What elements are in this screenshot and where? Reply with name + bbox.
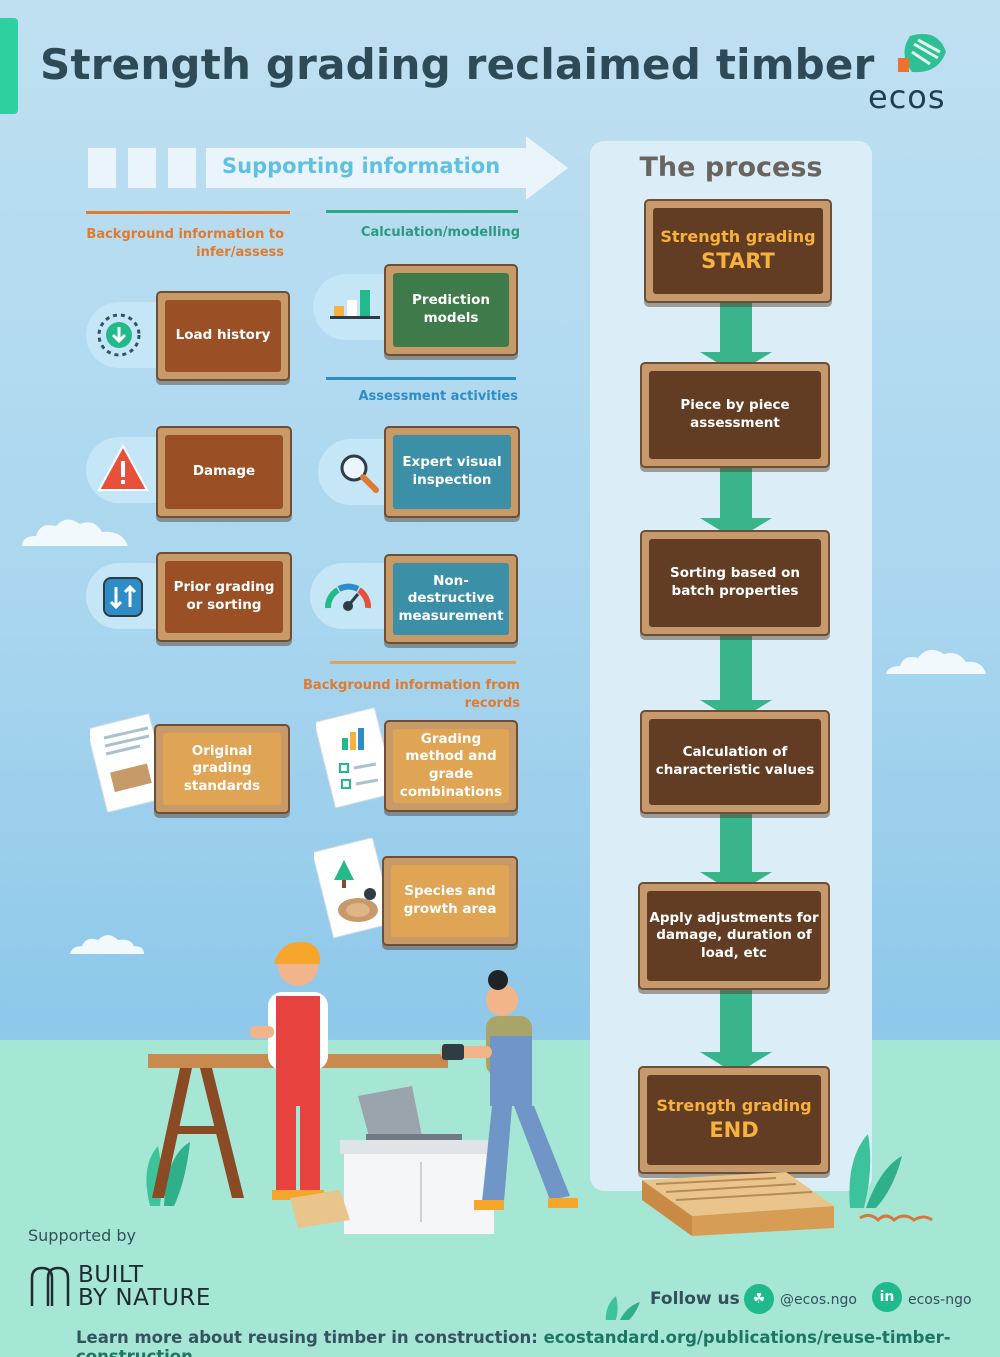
banner-block bbox=[88, 148, 116, 188]
section-divider bbox=[326, 377, 516, 380]
sign-expert-visual: Expert visual inspection bbox=[386, 428, 518, 516]
publication-url-link[interactable]: ecostandard.org/publications/reuse-timbe… bbox=[76, 1328, 951, 1357]
load-history-icon bbox=[97, 313, 141, 357]
bar-chart-icon bbox=[330, 290, 380, 319]
process-arrow bbox=[720, 812, 752, 874]
workers-illustration bbox=[146, 941, 578, 1234]
sponsor-line2: BY NATURE bbox=[78, 1285, 211, 1311]
section-divider bbox=[86, 211, 290, 214]
magnifier-icon bbox=[340, 454, 379, 493]
linkedin-icon[interactable]: in bbox=[872, 1282, 902, 1312]
linkedin-handle-link[interactable]: ecos-ngo bbox=[908, 1292, 972, 1308]
section-heading-assessment: Assessment activities bbox=[358, 389, 519, 404]
plant-decoration bbox=[605, 1296, 640, 1324]
process-step-sorting: Sorting based on batch properties bbox=[642, 532, 828, 634]
section-divider bbox=[326, 210, 518, 213]
built-by-nature-logo-icon bbox=[30, 1266, 70, 1306]
sort-arrows-icon bbox=[103, 577, 143, 617]
footer-bar bbox=[0, 1320, 1000, 1357]
sponsor-wordmark: BUILT BY NATURE bbox=[78, 1264, 211, 1310]
banner-block bbox=[128, 148, 156, 188]
supporting-banner-label: Supporting information bbox=[222, 154, 501, 178]
process-arrow bbox=[720, 634, 752, 702]
sign-prior-grading: Prior grading or sorting bbox=[158, 554, 290, 640]
sign-original-standards: Original grading standards bbox=[156, 726, 288, 812]
species-map-icon bbox=[314, 838, 394, 939]
process-arrow bbox=[720, 988, 752, 1054]
bluesky-handle-link[interactable]: @ecos.ngo bbox=[780, 1292, 857, 1308]
gauge-icon bbox=[325, 583, 372, 611]
follow-us-label: Follow us bbox=[650, 1289, 740, 1309]
cloud-decoration bbox=[22, 519, 128, 546]
supporting-arrow bbox=[206, 136, 568, 200]
sign-damage: Damage bbox=[158, 428, 290, 516]
bluesky-icon[interactable]: ☘ bbox=[744, 1284, 774, 1314]
section-heading-records: Background information from records bbox=[303, 678, 520, 711]
process-step-piece-assessment: Piece by piece assessment bbox=[642, 364, 828, 466]
process-step-calculation: Calculation of characteristic values bbox=[642, 712, 828, 812]
sign-grading-method: Grading method and grade combinations bbox=[386, 722, 516, 810]
process-arrow bbox=[720, 466, 752, 520]
timber-pile-illustration bbox=[642, 1172, 834, 1236]
sign-non-destructive: Non-destructive measurement bbox=[386, 556, 516, 642]
sign-load-history: Load history bbox=[158, 293, 288, 379]
section-heading-calc-model: Calculation/modelling bbox=[360, 225, 520, 240]
sign-species: Species and growth area bbox=[384, 858, 516, 944]
cloud-decoration bbox=[886, 649, 986, 674]
section-divider bbox=[330, 661, 516, 664]
sign-prediction-models: Prediction models bbox=[386, 266, 516, 354]
plant-decoration bbox=[849, 1134, 933, 1223]
learn-more-line: Learn more about reusing timber in const… bbox=[76, 1328, 1000, 1357]
logo-wordmark: ecos bbox=[868, 78, 946, 116]
banner-block bbox=[168, 148, 196, 188]
cloud-decoration bbox=[70, 935, 144, 954]
ecos-logo-icon bbox=[898, 34, 946, 73]
supported-by-label: Supported by bbox=[28, 1226, 136, 1245]
learn-more-text: Learn more about reusing timber in const… bbox=[76, 1328, 538, 1347]
page-title: Strength grading reclaimed timber bbox=[40, 40, 875, 89]
process-step-adjustments: Apply adjustments for damage, duration o… bbox=[640, 884, 828, 988]
accent-bar bbox=[0, 18, 18, 114]
section-heading-background-assess: Background information to infer/assess bbox=[86, 227, 284, 260]
process-title: The process bbox=[639, 152, 823, 183]
warning-icon bbox=[97, 443, 149, 491]
report-chart-icon bbox=[316, 706, 396, 809]
process-arrow bbox=[720, 302, 752, 354]
sponsor-line1: BUILT bbox=[78, 1262, 144, 1288]
